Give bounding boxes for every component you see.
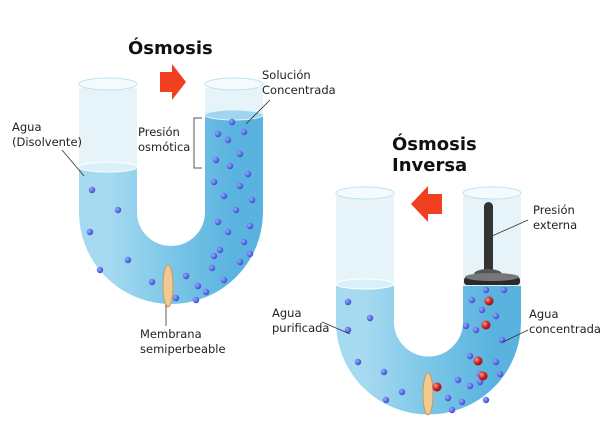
solvent-particle — [214, 130, 222, 138]
solvent-particle — [224, 228, 232, 236]
solvent-particle — [228, 118, 236, 126]
solvent-particle — [496, 370, 504, 378]
osmosis-u-tube — [78, 77, 264, 308]
solvent-particle — [236, 258, 244, 266]
solute-particle — [478, 371, 488, 381]
solute-particle — [484, 296, 494, 306]
solvent-particle — [344, 298, 352, 306]
solvent-particle — [214, 218, 222, 226]
solvent-particle — [124, 256, 132, 264]
solvent-particle — [192, 296, 200, 304]
membrane — [422, 372, 434, 416]
solvent-particle — [382, 396, 390, 404]
solvent-particle — [148, 278, 156, 286]
solvent-particle — [226, 162, 234, 170]
solvent-particle — [354, 358, 362, 366]
membrane — [162, 264, 174, 308]
solvent-particle — [210, 252, 218, 260]
solvent-particle — [244, 170, 252, 178]
solvent-particle — [236, 182, 244, 190]
solvent-particle — [240, 238, 248, 246]
solvent-particle — [114, 206, 122, 214]
solvent-particle — [246, 250, 254, 258]
solvent-particle — [236, 150, 244, 158]
solvent-particle — [498, 336, 506, 344]
solvent-particle — [458, 398, 466, 406]
solvent-particle — [212, 156, 220, 164]
solvent-particle — [224, 136, 232, 144]
solvent-particle — [86, 228, 94, 236]
solvent-particle — [444, 394, 452, 402]
solvent-particle — [210, 178, 218, 186]
solvent-particle — [472, 326, 480, 334]
solute-particle — [432, 382, 442, 392]
solvent-particle — [500, 286, 508, 294]
solvent-particle — [96, 266, 104, 274]
solvent-particle — [216, 246, 224, 254]
solvent-particle — [220, 276, 228, 284]
solvent-particle — [398, 388, 406, 396]
solute-particle — [473, 356, 483, 366]
piston — [464, 202, 520, 285]
solvent-particle — [462, 322, 470, 330]
arrow-right-icon — [160, 64, 186, 100]
solute-particle — [481, 320, 491, 330]
solvent-particle — [208, 264, 216, 272]
solvent-particle — [232, 206, 240, 214]
solvent-particle — [466, 352, 474, 360]
solvent-particle — [220, 192, 228, 200]
solvent-particle — [482, 286, 490, 294]
water-solvent-label: Agua(Disolvente) — [12, 120, 82, 149]
solvent-particle — [344, 326, 352, 334]
solvent-particle — [380, 368, 388, 376]
solvent-particle — [366, 314, 374, 322]
solvent-particle — [482, 396, 490, 404]
solvent-particle — [478, 306, 486, 314]
solvent-particle — [476, 378, 484, 386]
reverse-osmosis-u-tube — [335, 186, 522, 416]
solvent-particle — [182, 272, 190, 280]
solvent-particle — [246, 222, 254, 230]
solvent-particle — [466, 382, 474, 390]
solvent-particle — [202, 288, 210, 296]
solvent-particle — [454, 376, 462, 384]
solvent-particle — [468, 296, 476, 304]
solvent-particle — [194, 282, 202, 290]
arrow-left-icon — [411, 186, 442, 222]
solvent-particle — [172, 294, 180, 302]
solvent-particle — [492, 358, 500, 366]
osmosis-title: Ósmosis — [128, 38, 213, 59]
solvent-particle — [492, 312, 500, 320]
solvent-particle — [248, 196, 256, 204]
solvent-particle — [448, 406, 456, 414]
pressure-bracket — [193, 117, 202, 169]
solvent-particle — [240, 128, 248, 136]
solvent-particle — [88, 186, 96, 194]
